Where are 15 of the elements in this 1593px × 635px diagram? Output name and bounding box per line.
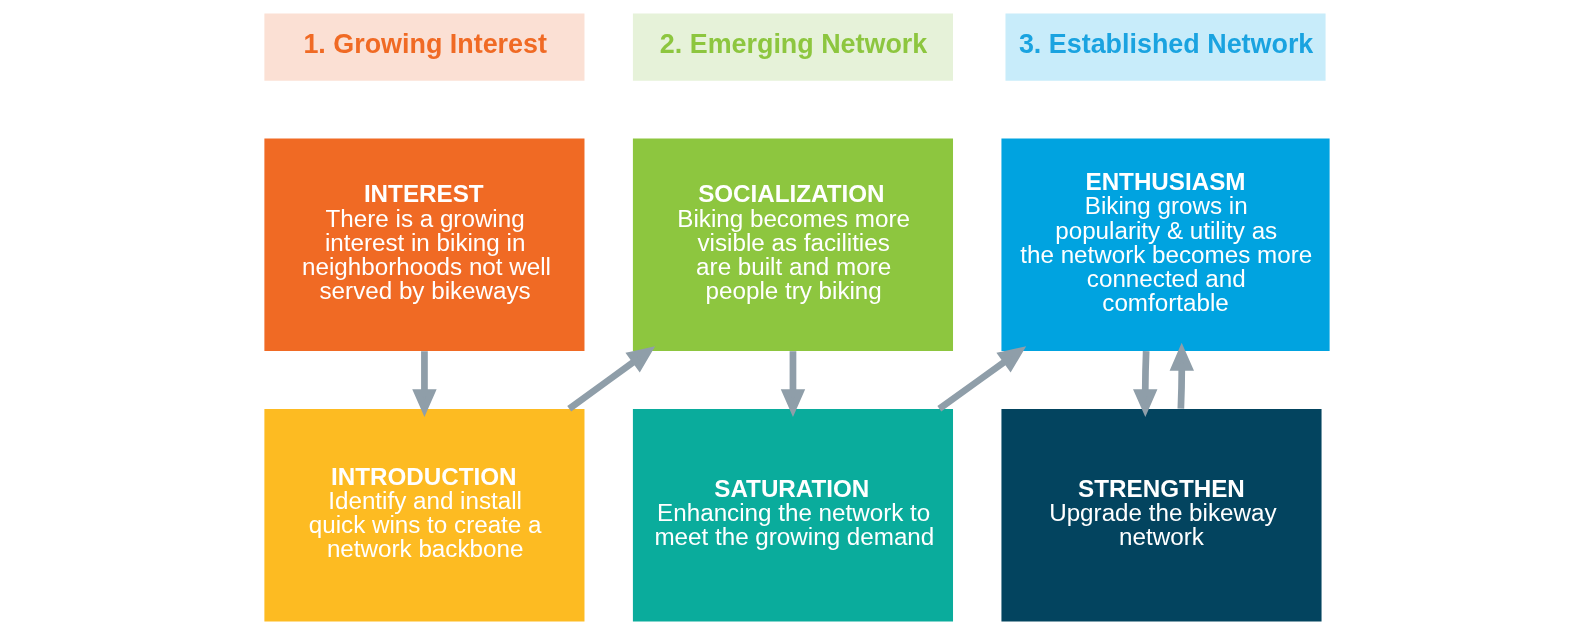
- node-box: 1. Growing Interest: [263, 13, 584, 81]
- node-box: INTRODUCTION Identify and install quick wins to create a network backbone: [263, 408, 584, 622]
- node-box: SOCIALIZATION Biking becomes more visible as facilities are built and more people try biking: [632, 138, 953, 352]
- node-box: 3. Established Network: [1005, 13, 1326, 81]
- arrow: [1132, 351, 1157, 418]
- arrow: [936, 346, 1026, 412]
- node-box: INTEREST There is a growing interest in biking in neighborhoods not well served by bikeways: [263, 138, 584, 352]
- node-box: STRENGTHEN Upgrade the bikeway network: [1000, 408, 1322, 622]
- arrow: [780, 351, 805, 418]
- node-box: SATURATION Enhancing the network to meet the growing demand: [632, 408, 953, 622]
- arrow: [566, 346, 655, 412]
- node-box: ENTHUSIASM Biking grows in popularity & utility as the network becomes more connected and comfortable: [1000, 138, 1330, 352]
- arrow: [1169, 342, 1194, 409]
- arrow: [411, 351, 437, 418]
- node-box: 2. Emerging Network: [632, 13, 953, 81]
